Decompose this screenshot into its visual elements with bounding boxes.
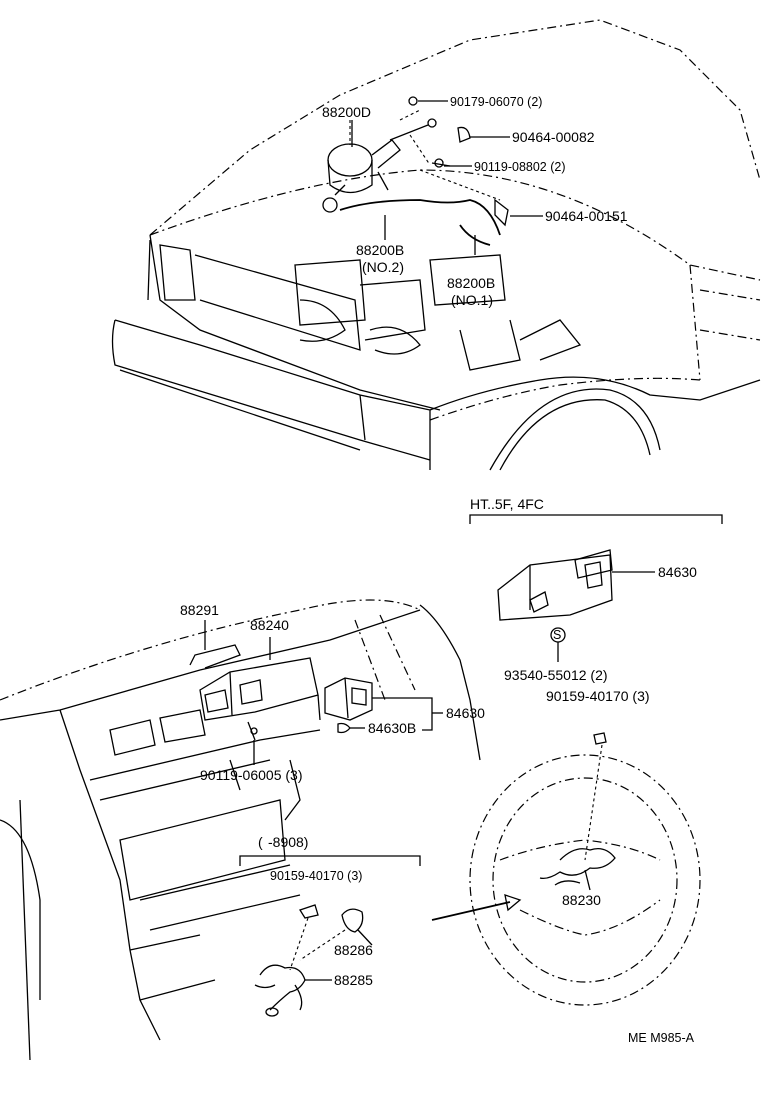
label-cable-no2: 88200B bbox=[356, 242, 404, 258]
label-cable-no1: 88200B bbox=[447, 275, 495, 291]
label-bolt-b: 90119-06005 (3) bbox=[200, 767, 302, 783]
dashboard-labels: 88291 88240 84630 84630B 90119-06005 (3) bbox=[180, 602, 485, 783]
date-range-group: ( -8908) 90159-40170 (3) 88286 88285 bbox=[239, 834, 421, 1017]
label-screw-b: 90159-40170 (3) bbox=[270, 869, 362, 883]
label-switch-right: 84630 bbox=[658, 564, 697, 580]
label-cruise-actuator: 88200D bbox=[322, 104, 371, 120]
main-switch-unit bbox=[324, 677, 373, 734]
svg-text:S: S bbox=[553, 628, 561, 642]
dashboard-outline bbox=[0, 599, 481, 1061]
label-nut: 90179-06070 (2) bbox=[450, 95, 542, 109]
control-cables bbox=[339, 169, 509, 246]
top-labels: 88200D 90179-06070 (2) 90464-00082 90119… bbox=[322, 95, 628, 308]
label-cable-no2-sub: (NO.2) bbox=[362, 259, 404, 275]
label-variant-header: HT..5F, 4FC bbox=[470, 496, 544, 512]
label-clip-a: 90464-00082 bbox=[512, 129, 595, 145]
vehicle-front-outline bbox=[111, 19, 761, 471]
top-leaders bbox=[351, 100, 543, 255]
label-clamp: 90464-00151 bbox=[545, 208, 628, 224]
label-screw-a: 90159-40170 (3) bbox=[546, 688, 650, 704]
label-wire-harness: 88285 bbox=[334, 972, 373, 988]
label-cable-no1-sub: (NO.1) bbox=[451, 292, 493, 308]
label-date-range: -8908) bbox=[268, 834, 308, 850]
label-bracket: 88291 bbox=[180, 602, 219, 618]
label-computer: 88240 bbox=[250, 617, 289, 633]
computer-unit bbox=[189, 644, 321, 741]
label-cover: 88286 bbox=[334, 942, 373, 958]
cruise-actuator bbox=[322, 109, 437, 213]
steering-wheel: 88230 bbox=[431, 732, 701, 1006]
label-clip-b: 93540-55012 (2) bbox=[504, 667, 608, 683]
dashboard-leaders bbox=[204, 620, 443, 765]
label-switch-bulb: 84630B bbox=[368, 720, 416, 736]
figure-code: ME M985-A bbox=[628, 1031, 695, 1045]
label-bolt-a: 90119-08802 (2) bbox=[474, 160, 566, 174]
variant-group: HT..5F, 4FC S 84630 93540-55012 (2) 9015… bbox=[469, 496, 723, 704]
label-steering-switch: 88230 bbox=[562, 892, 601, 908]
label-main-switch: 84630 bbox=[446, 705, 485, 721]
label-date-range-open: ( bbox=[258, 834, 263, 850]
